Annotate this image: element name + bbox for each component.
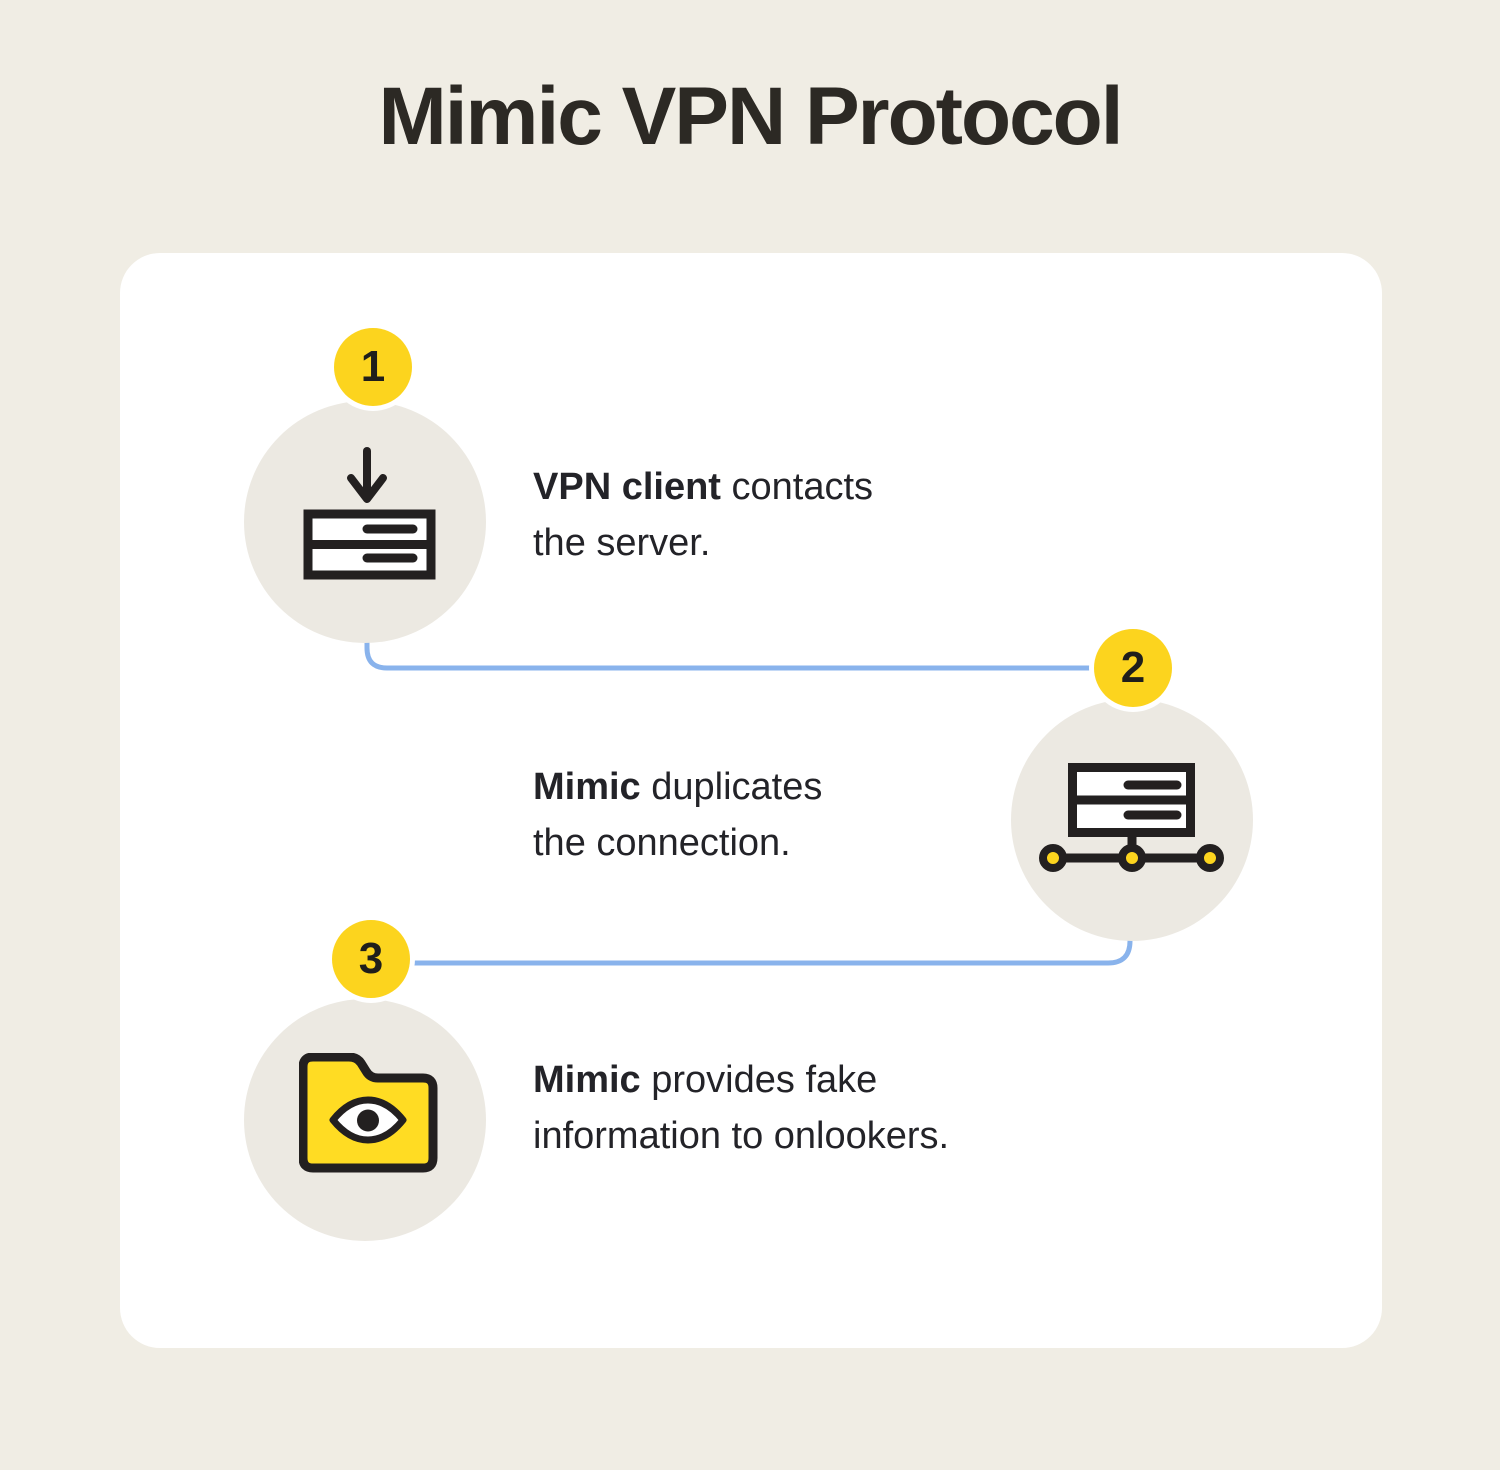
step-1-number: 1 xyxy=(360,342,386,391)
step-1-line-2: the server. xyxy=(533,522,711,564)
network-server-icon xyxy=(1039,763,1224,872)
step-3-number: 3 xyxy=(358,934,384,983)
step-1-description: VPN client contacts the server. xyxy=(533,459,873,571)
step-1-line-1: VPN client contacts xyxy=(533,466,874,508)
step-2-description: Mimic duplicates the connection. xyxy=(533,759,822,871)
step-2-icon-circle xyxy=(1011,699,1253,941)
step-3-icon-circle xyxy=(244,999,486,1241)
step-3-line-1: Mimic provides fake xyxy=(533,1059,878,1101)
step-1-icon-circle xyxy=(244,401,486,643)
connector-step1-to-step2 xyxy=(364,633,1094,671)
step-3-description: Mimic provides fake information to onloo… xyxy=(533,1052,949,1164)
step-3-line-2: information to onlookers. xyxy=(533,1115,950,1157)
step-2-number-badge: 2 xyxy=(1094,629,1172,707)
page-title: Mimic VPN Protocol xyxy=(378,71,1123,162)
download-server-icon xyxy=(303,447,436,580)
step-2-number: 2 xyxy=(1120,643,1146,692)
step-1-number-badge: 1 xyxy=(334,328,412,406)
step-2-line-2: the connection. xyxy=(533,822,791,864)
step-2-line-1: Mimic duplicates xyxy=(533,766,823,808)
step-3-number-badge: 3 xyxy=(332,920,410,998)
connector-step3-to-step2 xyxy=(405,931,1133,966)
folder-eye-icon xyxy=(299,1053,438,1173)
